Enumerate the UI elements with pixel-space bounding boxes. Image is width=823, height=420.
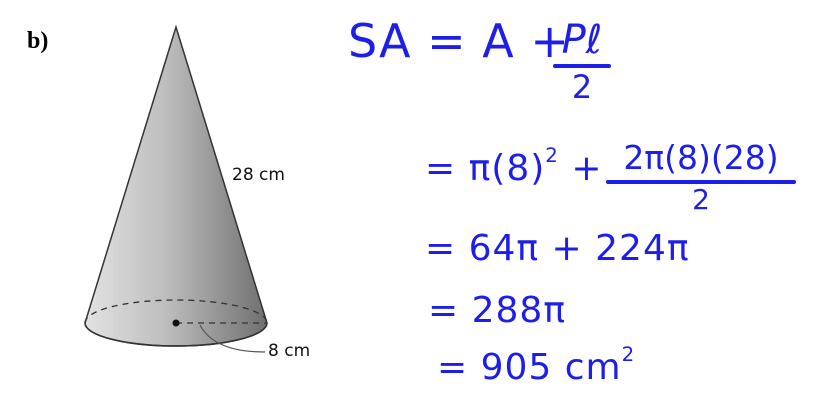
slant-height-label: 28 cm bbox=[232, 165, 285, 185]
cone-base-front-edge bbox=[84, 322, 268, 347]
cone-surface bbox=[84, 24, 268, 347]
radius-label: 8 cm bbox=[268, 341, 311, 361]
step-4-exponent: 2 bbox=[621, 343, 636, 366]
part-label: b) bbox=[27, 28, 49, 54]
formula-lhs: SA = A + bbox=[348, 14, 570, 68]
step-4: = 905 cm2 bbox=[437, 343, 635, 388]
step-1-exponent: 2 bbox=[545, 144, 559, 167]
step-1-plus: + bbox=[571, 147, 603, 189]
formula-fraction: Pℓ 2 bbox=[553, 18, 611, 104]
fraction-bar bbox=[553, 64, 611, 68]
formula-numerator: Pℓ bbox=[561, 17, 603, 63]
fraction-bar bbox=[606, 180, 796, 184]
step-1-denominator: 2 bbox=[692, 183, 710, 216]
step-1-prefix: = π(8) bbox=[425, 147, 546, 189]
step-1-numerator: 2π(8)(28) bbox=[623, 138, 779, 177]
step-1-fraction: 2π(8)(28) 2 bbox=[606, 138, 796, 214]
step-1: = π(8)2 + bbox=[425, 144, 603, 189]
cone-base-back-edge bbox=[84, 299, 268, 324]
step-3: = 288π bbox=[428, 290, 566, 331]
step-4-prefix: = 905 cm bbox=[437, 346, 622, 388]
formula-denominator: 2 bbox=[571, 68, 593, 106]
base-center-dot bbox=[172, 319, 180, 327]
radius-leader-line bbox=[199, 324, 266, 353]
step-2: = 64π + 224π bbox=[425, 228, 690, 269]
